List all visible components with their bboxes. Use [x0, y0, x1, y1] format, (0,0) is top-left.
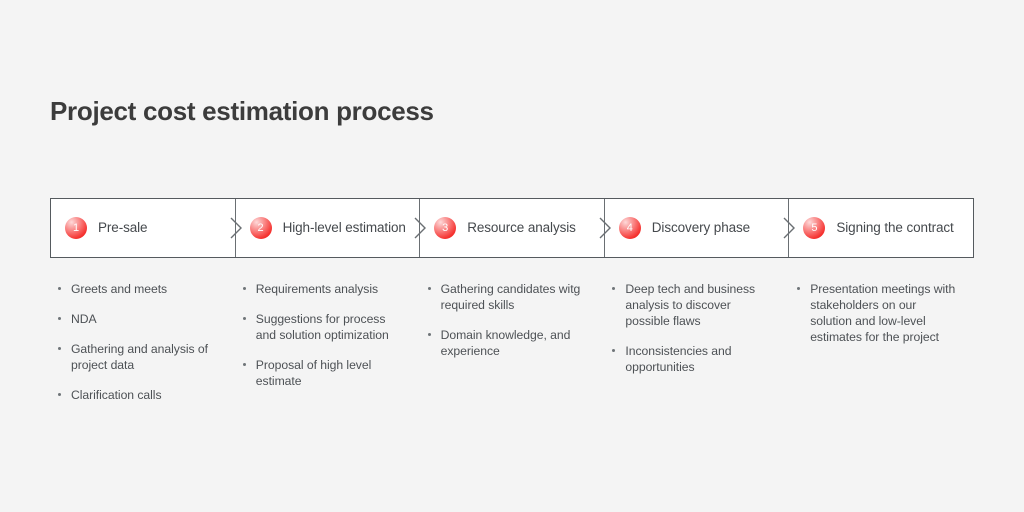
- step-number-badge-5: 5: [803, 217, 826, 239]
- step-number-badge-1: 1: [65, 217, 87, 239]
- bullet-dot-icon: [612, 287, 616, 290]
- list-item-text: Inconsistencies and opportunities: [625, 344, 732, 374]
- step-cell-4[interactable]: 4 Discovery phase: [599, 199, 789, 257]
- bullet-dot-icon: [242, 287, 246, 290]
- step-label-4: Discovery phase: [651, 220, 751, 235]
- bullet-column-4: Deep tech and business analysis to disco…: [604, 281, 789, 403]
- list-item: Suggestions for process and solution opt…: [242, 311, 404, 343]
- list-item-text: Presentation meetings with stakeholders …: [810, 282, 956, 344]
- bullet-dot-icon: [612, 349, 616, 352]
- bullet-dot-icon: [242, 317, 246, 320]
- list-item: Deep tech and business analysis to disco…: [612, 281, 773, 329]
- bullet-dot-icon: [58, 347, 61, 350]
- list-item: Gathering candidates witg required skill…: [427, 281, 589, 313]
- list-item-text: Proposal of high level estimate: [255, 358, 372, 388]
- bullet-column-3: Gathering candidates witg required skill…: [420, 281, 605, 403]
- process-step-banner: 1 Pre-sale 2 High-level estimation 3 Res…: [50, 198, 974, 258]
- step-cell-2[interactable]: 2 High-level estimation: [230, 199, 420, 257]
- bullet-column-5: Presentation meetings with stakeholders …: [789, 281, 974, 403]
- list-item-text: NDA: [71, 312, 97, 326]
- list-item: Presentation meetings with stakeholders …: [797, 281, 958, 345]
- list-item: Inconsistencies and opportunities: [612, 343, 773, 375]
- step-cell-1[interactable]: 1 Pre-sale: [51, 199, 235, 257]
- step-cell-3[interactable]: 3 Resource analysis: [414, 199, 604, 257]
- list-item: Clarification calls: [58, 387, 219, 403]
- bullet-column-1: Greets and meets NDA Gathering and analy…: [50, 281, 235, 403]
- list-item-text: Gathering candidates witg required skill…: [440, 282, 581, 312]
- list-item-text: Requirements analysis: [255, 282, 379, 296]
- step-label-1: Pre-sale: [98, 220, 148, 235]
- list-item-text: Domain knowledge, and experience: [440, 328, 571, 358]
- list-item-text: Deep tech and business analysis to disco…: [625, 282, 756, 328]
- list-item: Gathering and analysis of project data: [58, 341, 219, 373]
- step-label-2: High-level estimation: [282, 220, 406, 235]
- list-item: Greets and meets: [58, 281, 219, 297]
- bullet-dot-icon: [427, 287, 431, 290]
- bullet-dot-icon: [58, 317, 61, 320]
- step-number-badge-2: 2: [249, 217, 272, 239]
- bullet-dot-icon: [58, 287, 61, 290]
- list-item-text: Clarification calls: [71, 388, 162, 402]
- list-item: Domain knowledge, and experience: [427, 327, 589, 359]
- bullet-dot-icon: [58, 393, 61, 396]
- bullet-dot-icon: [242, 363, 246, 366]
- list-item: Proposal of high level estimate: [242, 357, 404, 389]
- bullet-column-2: Requirements analysis Suggestions for pr…: [235, 281, 420, 403]
- page-title: Project cost estimation process: [50, 96, 434, 126]
- step-label-3: Resource analysis: [467, 220, 576, 235]
- step-label-5: Signing the contract: [836, 220, 954, 235]
- step-cell-5[interactable]: 5 Signing the contract: [783, 199, 973, 257]
- step-details-row: Greets and meets NDA Gathering and analy…: [50, 281, 974, 403]
- step-number-badge-3: 3: [434, 217, 457, 239]
- list-item-text: Greets and meets: [71, 282, 168, 296]
- step-number-badge-4: 4: [618, 217, 641, 239]
- list-item: Requirements analysis: [242, 281, 404, 297]
- list-item-text: Gathering and analysis of project data: [71, 342, 208, 372]
- bullet-dot-icon: [427, 333, 431, 336]
- list-item: NDA: [58, 311, 219, 327]
- bullet-dot-icon: [797, 287, 801, 290]
- list-item-text: Suggestions for process and solution opt…: [255, 312, 389, 342]
